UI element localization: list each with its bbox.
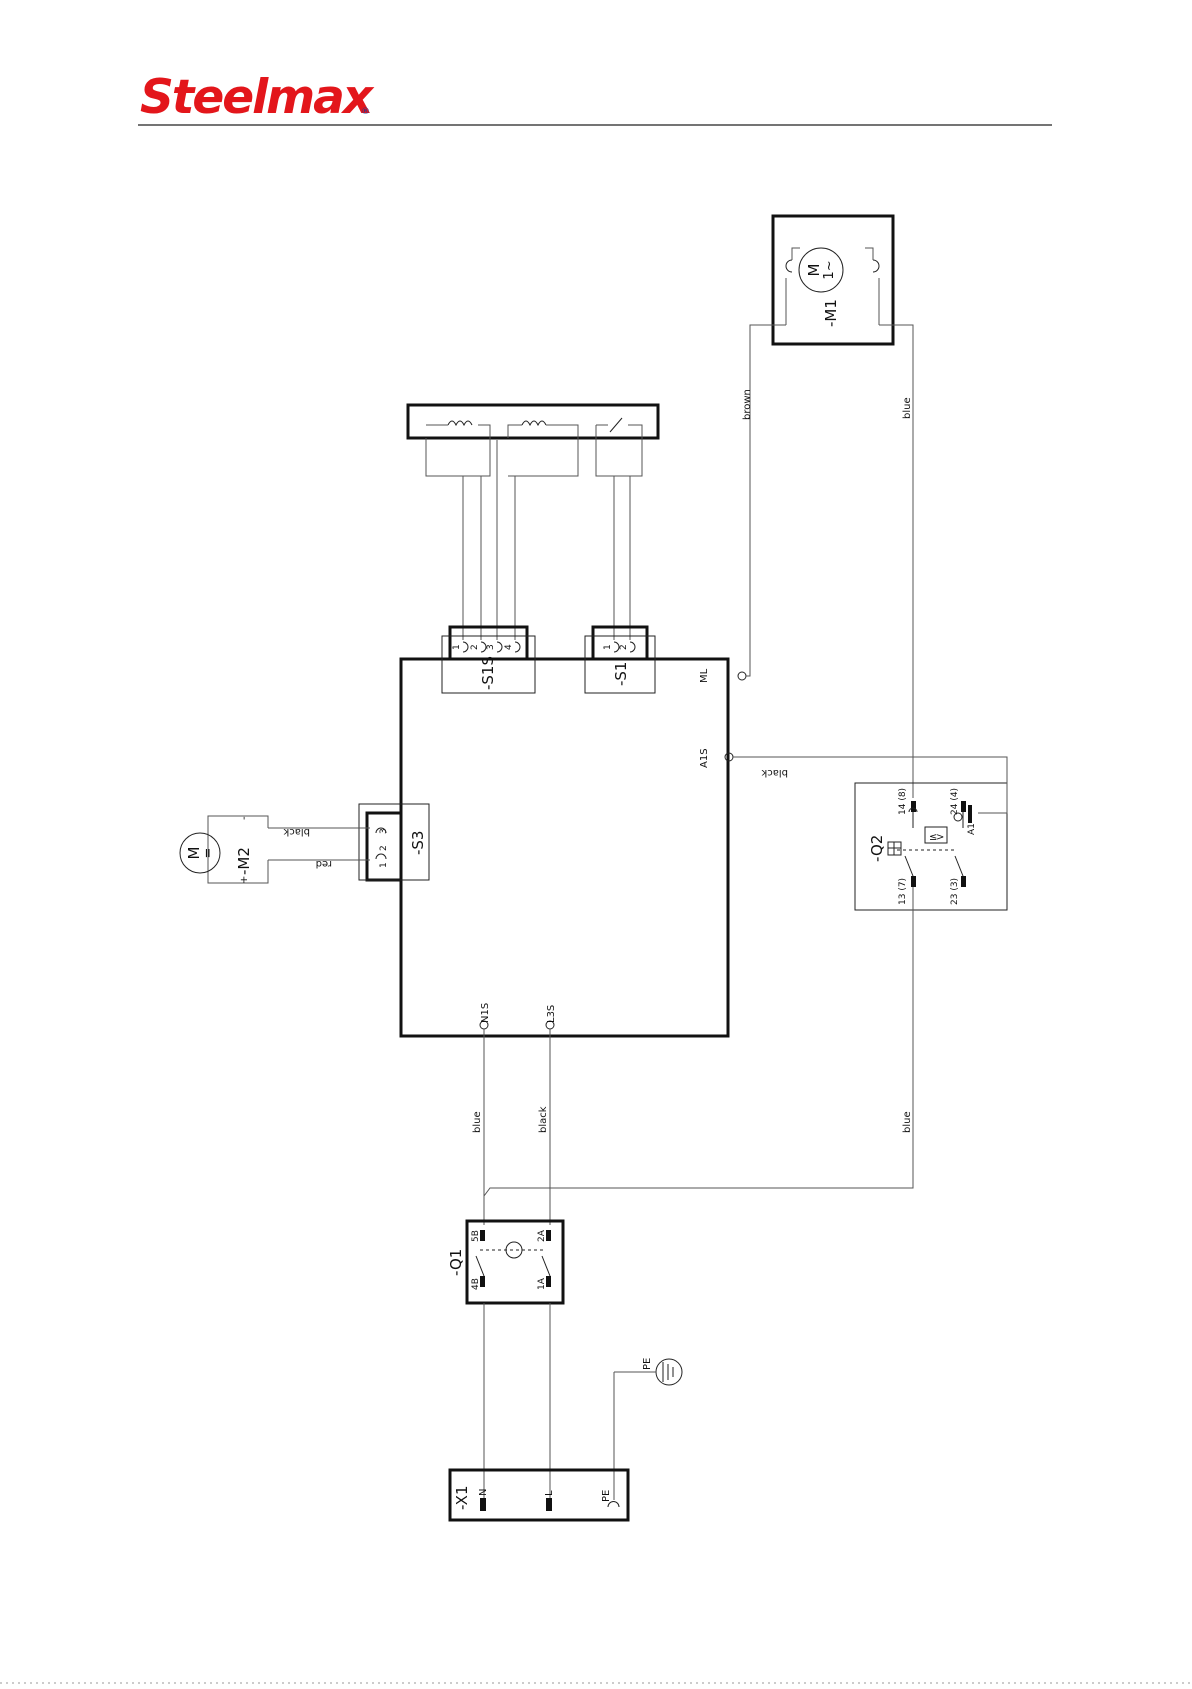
s3-tag: -S3 (409, 831, 427, 855)
wire-black-a1s-label: black (761, 767, 788, 778)
s1s-pin-2: 2 (470, 644, 480, 650)
terminal-ml-label: ML (699, 668, 710, 683)
svg-text:>: > (936, 832, 944, 843)
motor-m1-tag: -M1 (822, 299, 840, 327)
motor-m2-plus: + (239, 876, 250, 884)
connector-s1s: 1 2 3 4 -S1S (442, 627, 535, 693)
motor-m1-symbol: M (805, 264, 823, 277)
connector-s1: 1 2 -S1 (585, 627, 655, 693)
terminal-l3s-label: L3S (546, 1005, 557, 1023)
q2-pin-24: 24 (4) (950, 788, 960, 815)
magnet-sensor-assembly (408, 405, 658, 640)
q2-tag: -Q2 (868, 835, 886, 862)
wire-m2-red-label: red (316, 858, 332, 869)
terminal-n1s-label: N1S (480, 1003, 491, 1023)
q2-pin-a1: A1 (967, 823, 977, 835)
wire-m2-black-label: black (283, 826, 310, 837)
contactor-q2: ≤ > black 14 (8) 24 (4) 13 (7) 23 (3) A1… (733, 757, 1007, 910)
x1-tag: -X1 (453, 1486, 471, 1511)
motor-m2-minus: - (239, 816, 250, 820)
s1-pin-1: 1 (603, 644, 613, 650)
q2-pin-23: 23 (3) (950, 878, 960, 905)
earth-symbol: PE (614, 1358, 682, 1385)
q1-pin-1a: 1A (537, 1277, 547, 1290)
s1-pin-2: 2 (619, 644, 629, 650)
x1-pin-pe: PE (601, 1490, 612, 1502)
terminal-block-x1: N L PE -X1 (450, 1470, 628, 1520)
terminal-ml (738, 672, 746, 680)
breaker-q1: 5B 2A 4B 1A -Q1 (447, 1221, 563, 1303)
s1s-pin-4: 4 (504, 644, 514, 650)
q1-pin-2a: 2A (537, 1229, 547, 1242)
earth-label: PE (642, 1358, 653, 1370)
s3-pin-1: 1 (379, 862, 389, 868)
logo-text: Steelmax (140, 70, 375, 125)
s1s-pin-1: 1 (452, 644, 462, 650)
x1-pin-l: L (544, 1490, 555, 1496)
earth-icon (656, 1359, 682, 1385)
controller-board (401, 659, 728, 1036)
wire-blue-m1-label: blue (902, 397, 913, 419)
motor-m1: M 1~ -M1 (773, 216, 893, 344)
motor-m2-dc: = (201, 848, 216, 859)
q1-pin-5b: 5B (471, 1230, 481, 1242)
s3-pin-2: 2 (379, 845, 389, 851)
wire-blue-n-label: blue (472, 1111, 483, 1133)
q2-pin-13: 13 (7) (898, 878, 908, 905)
s1-tag: -S1 (612, 662, 630, 686)
wire-brown-label: brown (742, 389, 753, 420)
q2-pin-14: 14 (8) (898, 788, 908, 815)
connector-s3: 1 2 3 -S3 (359, 804, 429, 880)
wire-blue-return-label: blue (902, 1111, 913, 1133)
terminal-a1s-label: A1S (699, 748, 710, 768)
q1-tag: -Q1 (447, 1249, 465, 1276)
wire-black-l-label: black (538, 1106, 549, 1133)
s1s-tag: -S1S (479, 656, 497, 690)
x1-pin-n: N (478, 1489, 489, 1496)
motor-m2-tag: -M2 (235, 847, 253, 875)
s1s-pin-3: 3 (486, 644, 496, 650)
motor-m2: M = -M2 + - (180, 816, 268, 884)
brand-logo: Steelmax ® (140, 70, 375, 125)
logo-registered-mark: ® (361, 107, 370, 117)
q1-pin-4b: 4B (471, 1278, 481, 1290)
motor-m1-phase: 1~ (822, 260, 837, 279)
controller-terminals: ML A1S N1S L3S (480, 668, 746, 1029)
